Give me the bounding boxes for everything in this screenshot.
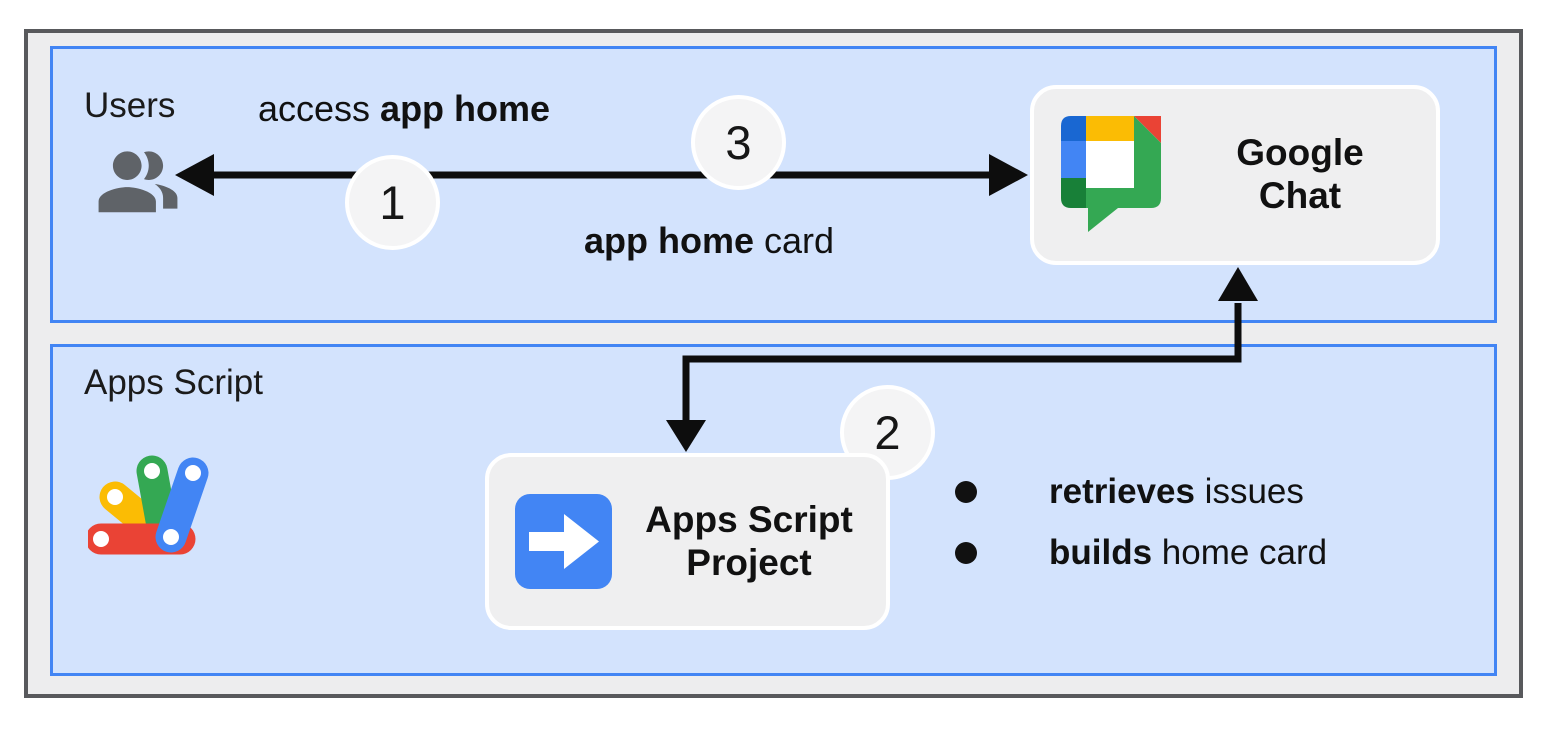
- step-1-badge: 1: [345, 155, 440, 250]
- users-section-label: Users: [84, 86, 176, 125]
- bullet-text-builds-home-card: builds home card: [1049, 533, 1327, 573]
- access-label-bold: app home: [380, 88, 551, 129]
- google-chat-node-label: Google Chat: [1164, 132, 1436, 217]
- bullet-dot: [955, 481, 977, 503]
- bullet-1-regular: issues: [1194, 472, 1304, 511]
- bullet-item-retrieves-issues: retrieves issues: [955, 472, 1304, 512]
- google-chat-label-line2: Chat: [1258, 175, 1342, 216]
- home-card-label-regular: card: [754, 220, 835, 261]
- bullet-item-builds-home-card: builds home card: [955, 533, 1327, 573]
- access-label-regular: access: [258, 88, 381, 129]
- bullet-1-bold: retrieves: [1049, 472, 1195, 511]
- bullet-dot: [955, 542, 977, 564]
- app-home-card-label: app home card: [584, 220, 834, 262]
- google-chat-node: Google Chat: [1030, 85, 1440, 265]
- step-1-number: 1: [379, 176, 406, 229]
- apps-script-project-label-line1: Apps Script: [645, 498, 853, 540]
- apps-script-logo-icon: [85, 451, 210, 556]
- apps-script-section-label: Apps Script: [84, 363, 263, 402]
- apps-script-project-icon: [515, 494, 612, 589]
- google-chat-label-line1: Google: [1236, 132, 1364, 174]
- home-card-label-bold: app home: [584, 220, 755, 261]
- step-3-badge: 3: [691, 95, 786, 190]
- users-icon: [95, 137, 181, 223]
- bullet-2-regular: home card: [1152, 533, 1328, 572]
- bullet-2-bold: builds: [1049, 533, 1153, 572]
- apps-script-project-node-label: Apps Script Project: [612, 499, 886, 584]
- access-app-home-label: access app home: [258, 88, 550, 130]
- step-2-number: 2: [874, 406, 901, 459]
- bullet-text-retrieves-issues: retrieves issues: [1049, 472, 1304, 512]
- google-chat-icon: [1058, 116, 1164, 234]
- step-3-number: 3: [725, 116, 752, 169]
- apps-script-project-label-line2: Project: [686, 541, 812, 583]
- apps-script-project-node: Apps Script Project: [485, 453, 890, 630]
